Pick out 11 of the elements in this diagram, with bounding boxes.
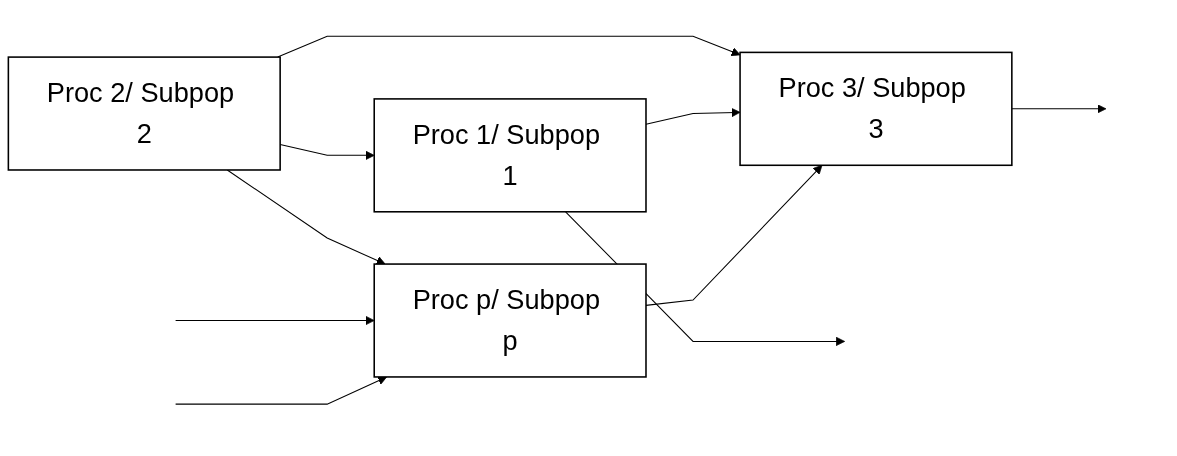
node-box: Proc 3/ Subpop 3 [739,51,1013,167]
arrow [645,107,741,125]
arrow [175,376,388,405]
arrow [645,164,823,306]
arrow [1011,104,1107,114]
arrow [277,35,741,58]
arrow [175,315,375,326]
node-box: Proc p/ Subpop p [373,263,647,378]
node-box: Proc 1/ Subpop 1 [373,98,647,213]
node-box: Proc 2/ Subpop 2 [7,56,281,171]
arrow [226,169,386,265]
